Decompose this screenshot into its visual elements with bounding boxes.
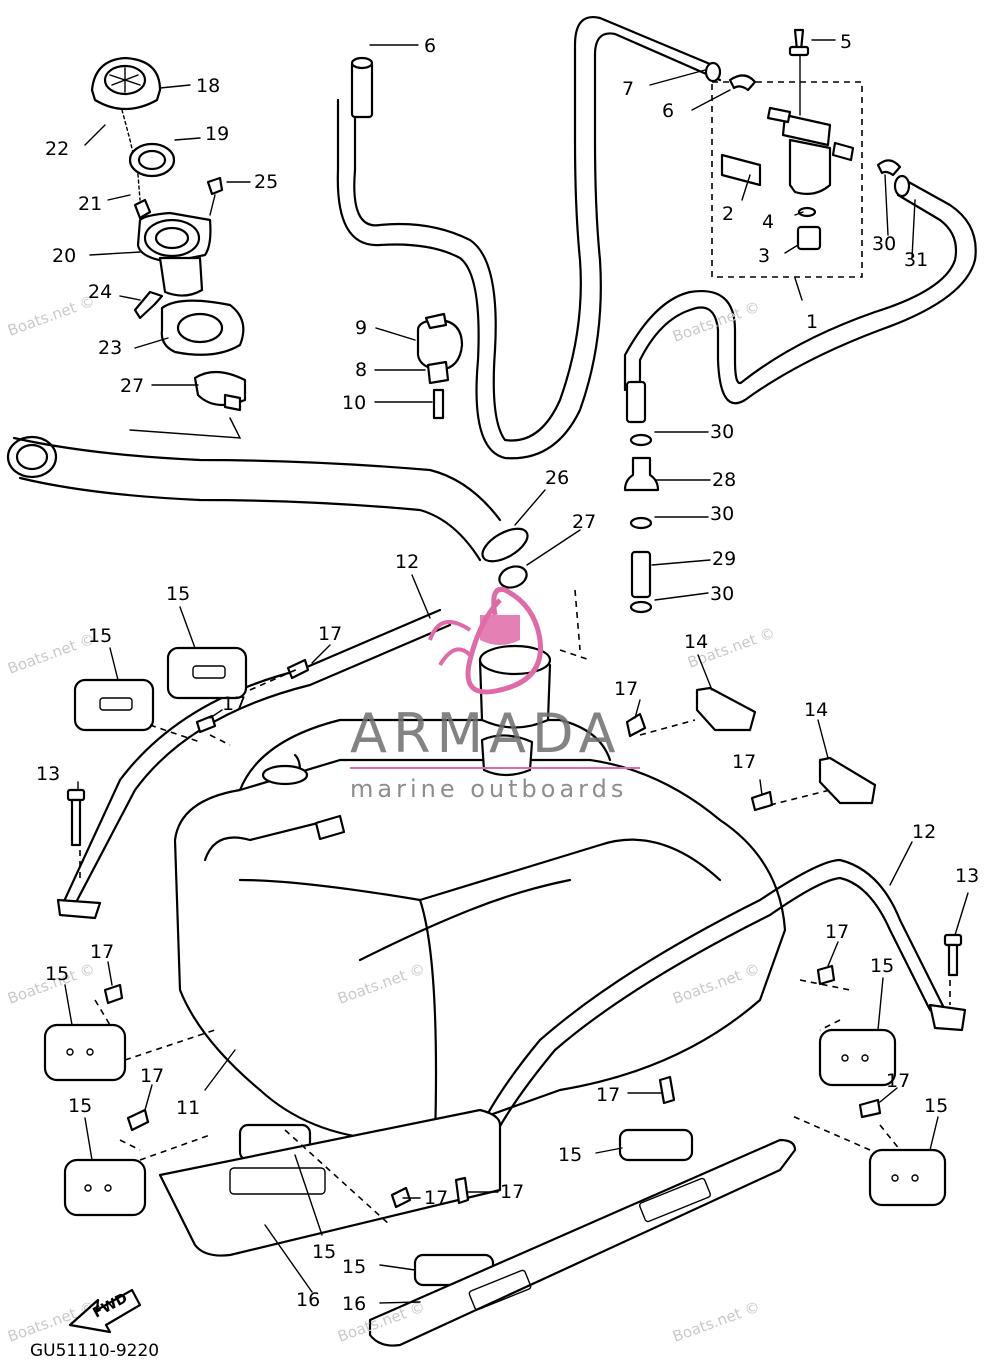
brackets: [695, 686, 877, 805]
callout-16: 16: [342, 1293, 366, 1315]
leader-lines: [64, 39, 969, 1304]
callout-30: 30: [872, 233, 896, 255]
callout-15: 15: [870, 955, 894, 977]
pad-15f: [868, 1148, 947, 1207]
callout-28: 28: [712, 469, 736, 491]
callout-17: 17: [732, 751, 756, 773]
filler-hose: [6, 435, 529, 563]
callout-15: 15: [558, 1144, 582, 1166]
callout-15: 15: [924, 1095, 948, 1117]
fuel-filter-assembly: [711, 28, 902, 278]
watermark-text: Boats.net ©: [670, 1298, 762, 1346]
callout-6: 6: [662, 100, 674, 122]
callout-17: 17: [500, 1181, 524, 1203]
callout-17: 17: [825, 921, 849, 943]
callout-4: 4: [762, 211, 774, 233]
callout-27: 27: [572, 511, 596, 533]
callout-13: 13: [955, 865, 979, 887]
callout-14: 14: [804, 699, 828, 721]
base-plates: [158, 1108, 797, 1347]
callout-15: 15: [166, 583, 190, 605]
callout-17: 17: [886, 1070, 910, 1092]
callout-26: 26: [545, 467, 569, 489]
callout-17: 17: [140, 1065, 164, 1087]
callout-15: 15: [342, 1256, 366, 1278]
callout-24: 24: [88, 281, 112, 303]
pad-15b: [166, 646, 248, 700]
callout-7: 7: [622, 78, 634, 100]
install-lines: [79, 417, 951, 1226]
callout-3: 3: [758, 245, 770, 267]
joint-hoses: [498, 433, 660, 614]
callout-1: 1: [806, 311, 818, 333]
callout-30: 30: [710, 583, 734, 605]
return-hose: [623, 174, 977, 424]
watermark-text: Boats.net ©: [5, 292, 97, 340]
armada-logo: ARMADA marine outboards: [350, 586, 640, 803]
callout-6: 6: [424, 35, 436, 57]
pad-15a: [73, 678, 155, 732]
callout-8: 8: [355, 359, 367, 381]
callout-14: 14: [684, 631, 708, 653]
pad-15c: [43, 1023, 127, 1082]
callout-12: 12: [912, 821, 936, 843]
callout-12: 12: [395, 551, 419, 573]
callout-17: 17: [596, 1084, 620, 1106]
filler-cap-assembly: [90, 56, 247, 412]
callout-15: 15: [45, 963, 69, 985]
watermark-text: Boats.net ©: [670, 298, 762, 346]
callout-2: 2: [722, 203, 734, 225]
pad-15e: [818, 1028, 897, 1087]
callout-9: 9: [355, 317, 367, 339]
callout-30: 30: [710, 503, 734, 525]
callout-20: 20: [52, 245, 76, 267]
callout-15: 15: [68, 1095, 92, 1117]
callout-27: 27: [120, 375, 144, 397]
callout-15: 15: [88, 625, 112, 647]
callout-17: 17: [222, 693, 246, 715]
callout-15: 15: [312, 1241, 336, 1263]
callout-17: 17: [614, 678, 638, 700]
callout-10: 10: [342, 392, 366, 414]
callout-31: 31: [904, 249, 928, 271]
brand-name: ARMADA: [350, 702, 622, 765]
callout-18: 18: [196, 75, 220, 97]
callout-25: 25: [254, 171, 278, 193]
callout-19: 19: [205, 123, 229, 145]
callout-29: 29: [712, 548, 736, 570]
pad-15h: [618, 1128, 694, 1162]
diagram-code: GU51110-9220: [30, 1341, 159, 1361]
breather-hose: [336, 16, 722, 460]
callouts: 5 6 7 6 2 4 3 1 30 31 18 19 22 21 25 20 …: [36, 31, 979, 1315]
callout-16: 16: [296, 1289, 320, 1311]
callout-5: 5: [840, 31, 852, 53]
brand-tagline: marine outboards: [350, 775, 627, 803]
hose-clamp-assembly: [416, 312, 464, 420]
callout-30: 30: [710, 421, 734, 443]
watermark-text: Boats.net ©: [5, 630, 97, 678]
callout-11: 11: [176, 1097, 200, 1119]
callout-17: 17: [90, 941, 114, 963]
callout-23: 23: [98, 337, 122, 359]
callout-17: 17: [424, 1187, 448, 1209]
callout-17: 17: [318, 623, 342, 645]
pad-15d: [63, 1158, 147, 1217]
callout-21: 21: [78, 193, 102, 215]
callout-13: 13: [36, 763, 60, 785]
callout-22: 22: [45, 138, 69, 160]
bolts: [66, 658, 963, 1209]
